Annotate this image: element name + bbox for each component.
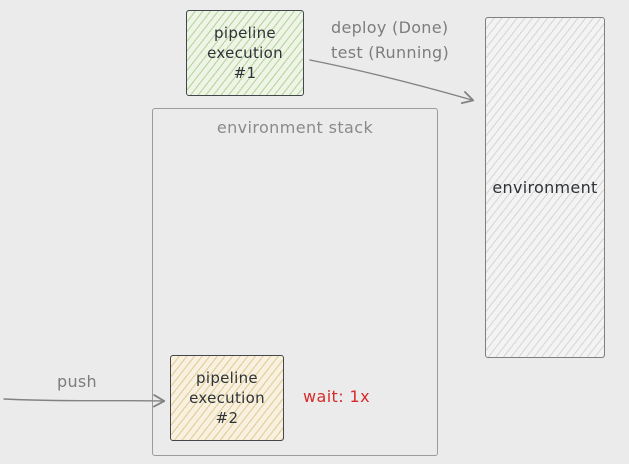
pipeline-execution-2-label: pipeline execution #2 — [189, 368, 265, 428]
deploy-arrow — [309, 59, 475, 104]
deploy-test-edge-label: deploy (Done) test (Running) — [331, 18, 450, 62]
environment-box: environment — [485, 17, 605, 358]
pipeline-execution-1-box: pipeline execution #1 — [186, 10, 304, 96]
environment-label: environment — [492, 177, 598, 197]
environment-stack-label: environment stack — [216, 118, 374, 137]
push-arrow — [3, 394, 166, 408]
wait-annotation: wait: 1x — [303, 387, 370, 406]
pipeline-execution-2-box: pipeline execution #2 — [170, 355, 284, 441]
pipeline-execution-1-label: pipeline execution #1 — [207, 23, 283, 83]
push-edge-label: push — [57, 372, 97, 391]
environment-stack-box: environment stack — [152, 108, 438, 456]
